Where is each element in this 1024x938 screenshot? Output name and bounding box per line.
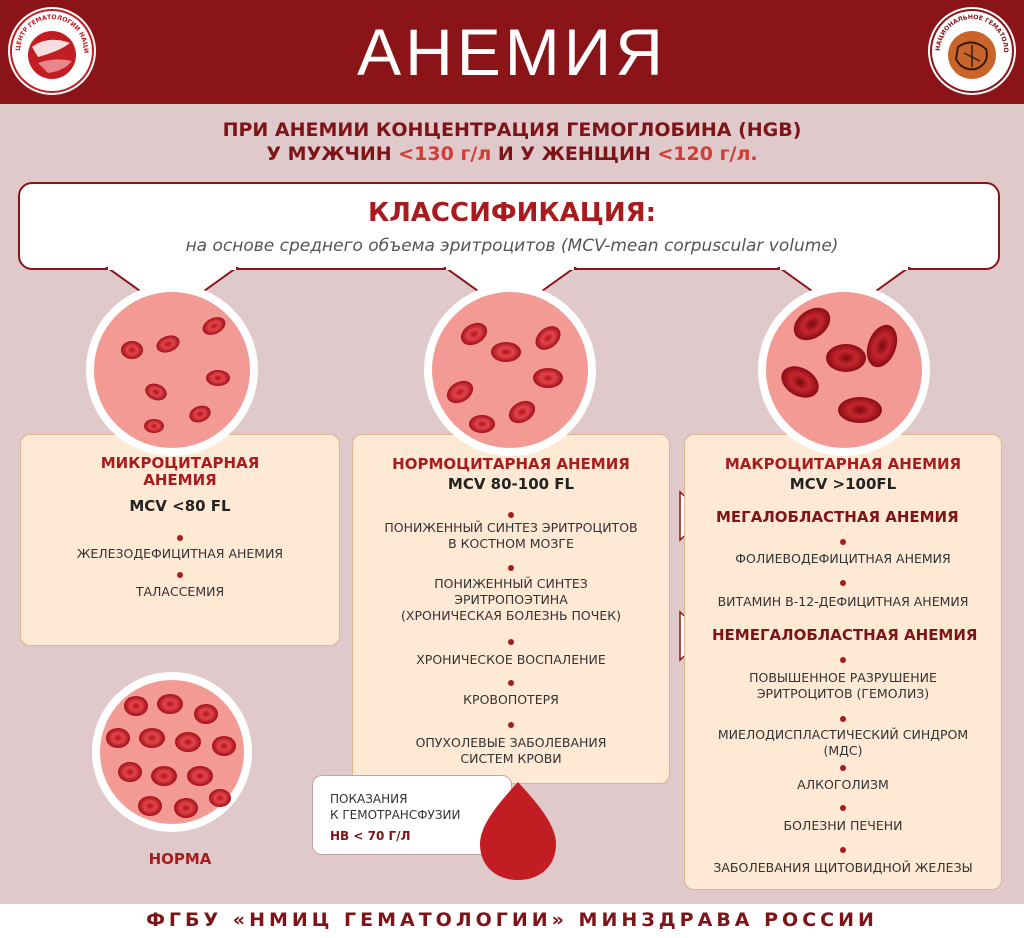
microcytic-cells-illustration bbox=[86, 284, 258, 456]
hematology-society-logo: НАЦИОНАЛЬНОЕ ГЕМАТОЛОГИЧЕСКОЕ ОБЩЕСТВО bbox=[924, 2, 1016, 95]
list-item: ХРОНИЧЕСКОЕ ВОСПАЛЕНИЕ bbox=[416, 652, 606, 667]
list-item: ЗАБОЛЕВАНИЯ ЩИТОВИДНОЙ ЖЕЛЕЗЫ bbox=[713, 860, 973, 875]
bullet-icon bbox=[840, 805, 846, 811]
classification-banner bbox=[18, 182, 1000, 270]
normocytic-cells-illustration bbox=[424, 284, 596, 456]
list-item: АЛКОГОЛИЗМ bbox=[797, 777, 889, 792]
hematology-center-logo: ЦЕНТР ГЕМАТОЛОГИИ НАЦИОНАЛЬНЫЙ МЕДИЦИНСК… bbox=[5, 0, 96, 95]
bullet-icon bbox=[508, 512, 514, 518]
men-threshold: <130 г/л bbox=[398, 143, 492, 165]
normocytic-title: НОРМОЦИТАРНАЯ АНЕМИЯ bbox=[392, 455, 630, 473]
nonmegaloblastic-heading: НЕМЕГАЛОБЛАСТНАЯ АНЕМИЯ bbox=[712, 626, 978, 644]
footer-text: ФГБУ «НМИЦ ГЕМАТОЛОГИИ» МИНЗДРАВА РОССИИ bbox=[146, 909, 878, 931]
header-bar bbox=[0, 0, 1024, 104]
bullet-icon bbox=[840, 716, 846, 722]
bullet-icon bbox=[840, 539, 846, 545]
bullet-icon bbox=[508, 722, 514, 728]
bullet-icon bbox=[508, 639, 514, 645]
bullet-icon bbox=[840, 765, 846, 771]
bullet-icon bbox=[508, 565, 514, 571]
macrocytic-title: МАКРОЦИТАРНАЯ АНЕМИЯ bbox=[724, 455, 962, 473]
list-item: ВИТАМИН В-12-ДЕФИЦИТНАЯ АНЕМИЯ bbox=[717, 594, 969, 609]
classification-subtitle: на основе среднего объема эритроцитов (M… bbox=[185, 236, 839, 256]
transfusion-box bbox=[312, 775, 512, 855]
megaloblastic-heading: МЕГАЛОБЛАСТНАЯ АНЕМИЯ bbox=[716, 508, 959, 526]
bullet-icon bbox=[508, 680, 514, 686]
hgb-line2: У МУЖЧИН <130 г/л И У ЖЕНЩИН <120 г/л. bbox=[266, 143, 758, 165]
bullet-icon bbox=[840, 657, 846, 663]
norm-label: НОРМА bbox=[148, 850, 212, 868]
hgb-line1: ПРИ АНЕМИИ КОНЦЕНТРАЦИЯ ГЕМОГЛОБИНА (HGB… bbox=[222, 119, 802, 141]
macrocytic-mcv: MCV >100FL bbox=[789, 475, 897, 493]
hematology-center-logo-icon: ЦЕНТР ГЕМАТОЛОГИИ НАЦИОНАЛЬНЫЙ МЕДИЦИНСК… bbox=[5, 0, 94, 93]
transfusion-threshold: HB < 70 Г/Л bbox=[330, 829, 411, 843]
bullet-icon bbox=[177, 572, 183, 578]
page-title: АНЕМИЯ bbox=[357, 15, 667, 89]
bullet-icon bbox=[840, 580, 846, 586]
list-item: ТАЛАССЕМИЯ bbox=[135, 584, 225, 599]
bullet-icon bbox=[840, 847, 846, 853]
list-item: КРОВОПОТЕРЯ bbox=[463, 692, 559, 707]
bullet-icon bbox=[177, 535, 183, 541]
footer-bar bbox=[0, 904, 1024, 938]
list-item: БОЛЕЗНИ ПЕЧЕНИ bbox=[783, 818, 903, 833]
hgb-threshold-text: ПРИ АНЕМИИ КОНЦЕНТРАЦИЯ ГЕМОГЛОБИНА (HGB… bbox=[0, 118, 1024, 166]
list-item: МИЕЛОДИСПЛАСТИЧЕСКИЙ СИНДРОМ(МДС) bbox=[717, 727, 969, 758]
list-item: ФОЛИЕВОДЕФИЦИТНАЯ АНЕМИЯ bbox=[735, 551, 951, 566]
women-threshold: <120 г/л. bbox=[657, 143, 758, 165]
normocytic-mcv: MCV 80-100 FL bbox=[447, 475, 575, 493]
list-item: ЖЕЛЕЗОДЕФИЦИТНАЯ АНЕМИЯ bbox=[76, 546, 284, 561]
macrocytic-cells-illustration bbox=[758, 284, 930, 456]
classification-title: КЛАССИФИКАЦИЯ: bbox=[367, 198, 657, 228]
hematology-society-logo-icon: НАЦИОНАЛЬНОЕ ГЕМАТОЛОГИЧЕСКОЕ ОБЩЕСТВО bbox=[924, 2, 1014, 93]
microcytic-mcv: MCV <80 FL bbox=[129, 497, 231, 515]
